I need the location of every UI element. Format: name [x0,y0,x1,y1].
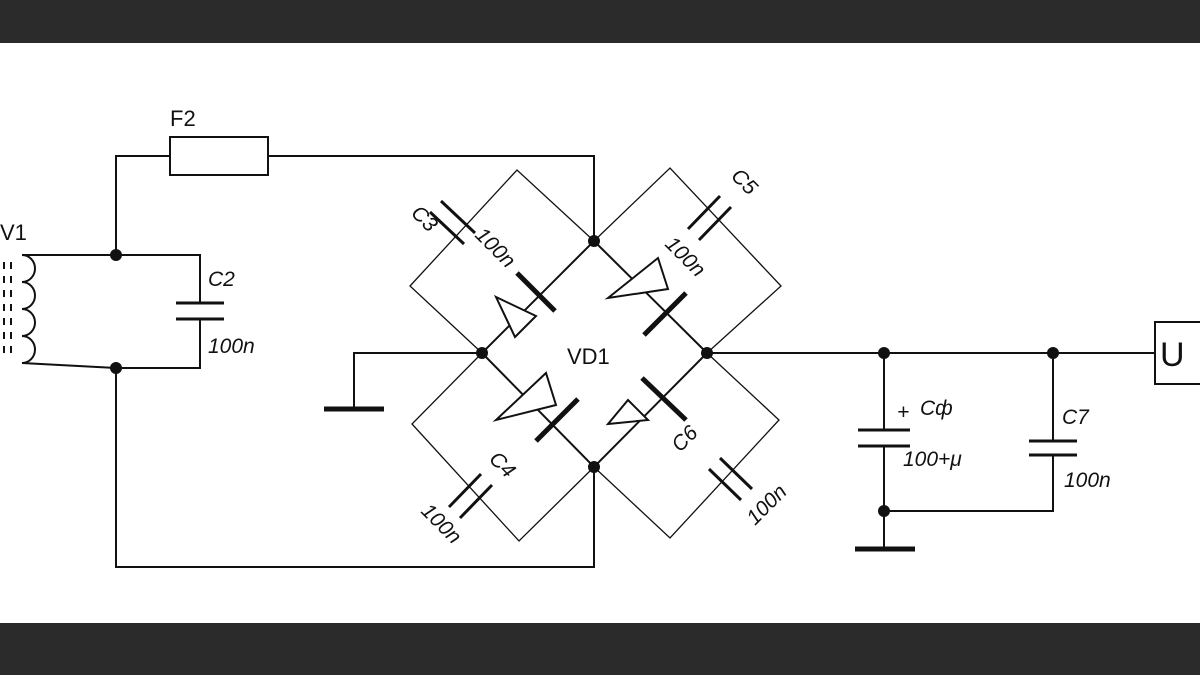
c3-value: 100n [470,223,519,272]
c4-label: C4 [484,447,519,482]
capacitor-c2: C2 100n [116,254,255,369]
c2-value: 100n [208,335,255,358]
c7-value: 100n [1064,469,1111,492]
cf-polarity: + [897,401,909,424]
capacitor-c7: C7 100n [884,353,1111,512]
fuse-f2 [169,136,269,176]
fuse-label: F2 [170,106,196,131]
diode-upper-left [493,271,557,339]
output-label: U [1160,336,1185,374]
c2-leads [116,254,201,369]
capacitor-c3-box [409,169,595,354]
capacitor-cf: + Cф 100+μ [858,353,962,549]
c2-label: C2 [208,268,235,291]
c5-value: 100n [660,232,709,281]
bottom-frame-bar [0,623,1200,675]
cf-label: Cф [920,397,953,420]
c7-leads [884,353,1054,512]
transformer-core [3,262,12,360]
c6-label: C6 [667,421,702,456]
bottom-wire [115,368,595,568]
top-frame-bar [0,0,1200,43]
cf-value: 100+μ [903,448,962,471]
capacitor-c5-box [593,167,782,354]
capacitor-c4-box [411,352,595,542]
c7-label: C7 [1062,406,1090,429]
transformer-winding [21,254,36,364]
transformer-v1: V1 [0,220,117,369]
c3-label: C3 [406,201,441,236]
junction-dots [110,235,1059,517]
transformer-label: V1 [0,220,27,245]
diode-lower-right [605,376,688,426]
transformer-leads [21,254,117,369]
bridge-ground-wire [353,352,482,409]
c5-label: C5 [726,164,761,199]
c4-value: 100n [416,499,465,548]
diode-upper-right [604,256,688,337]
output-terminal [1154,321,1200,385]
diode-lower-left [492,371,580,443]
top-wire [115,155,595,255]
bridge-label: VD1 [567,344,610,369]
capacitor-c6-box [593,352,780,539]
